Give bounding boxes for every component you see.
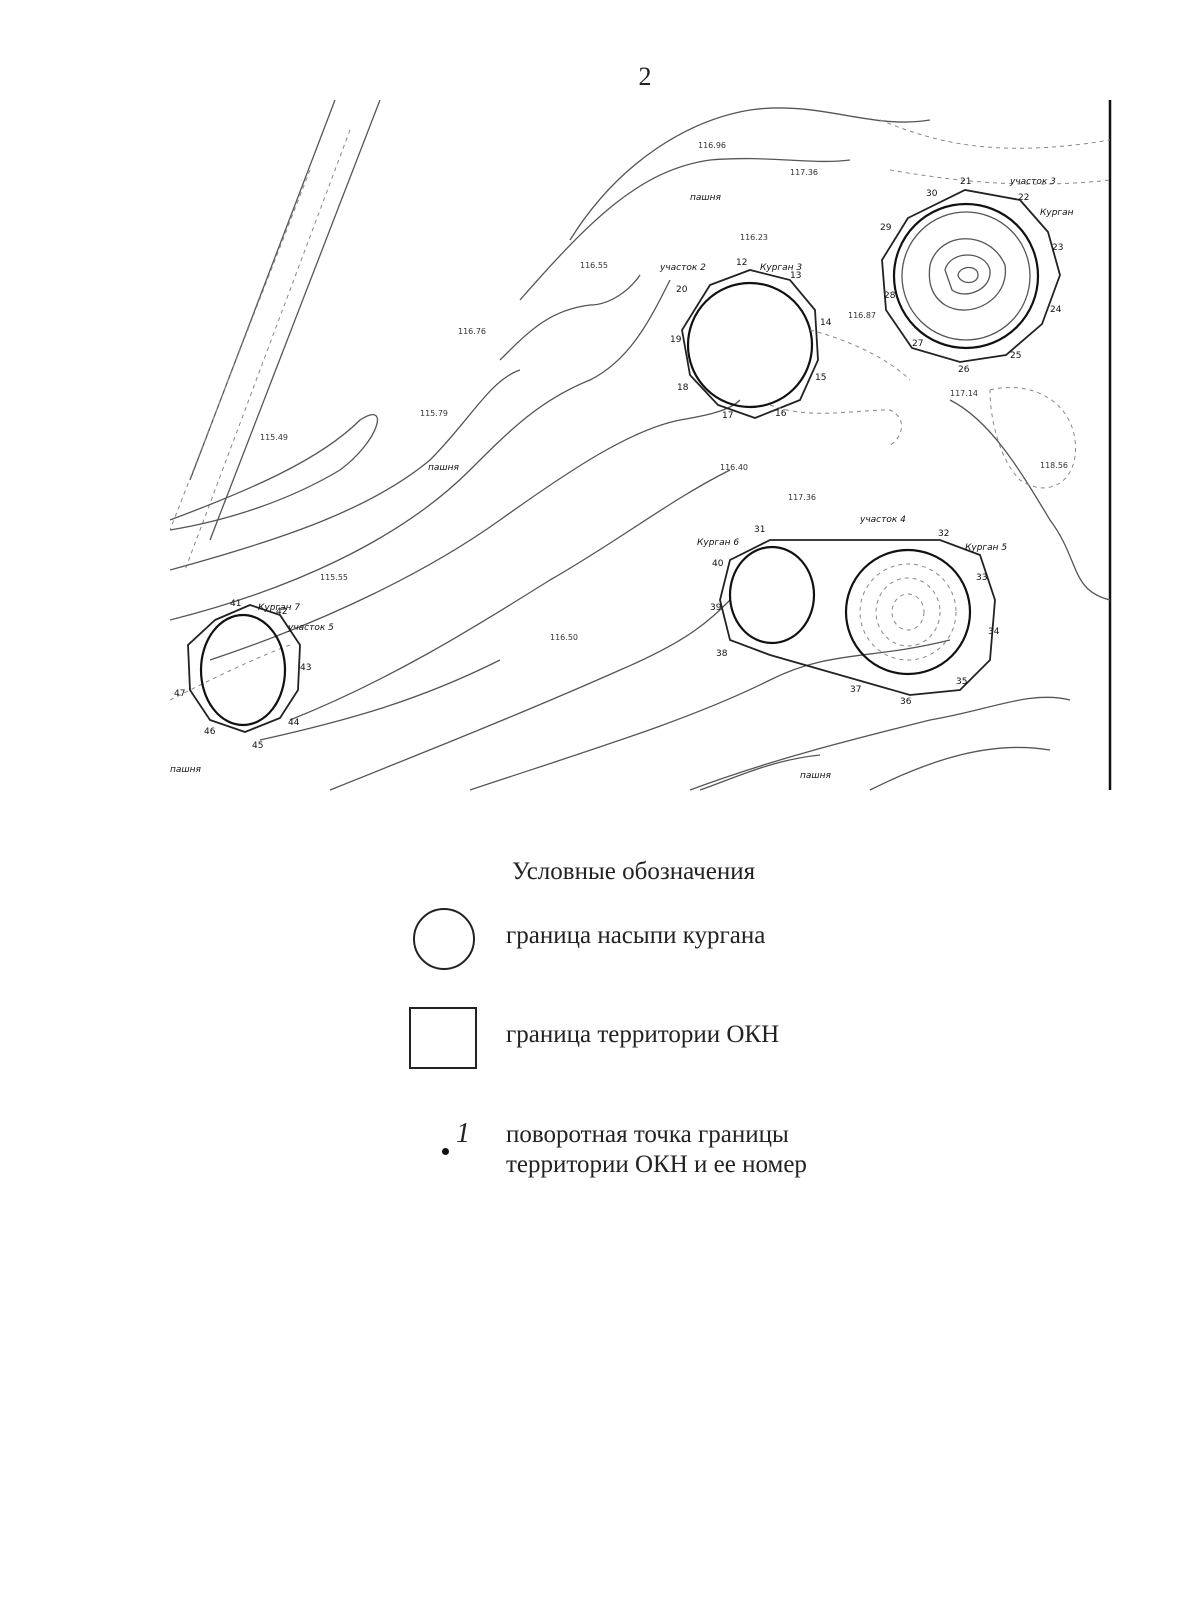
point-icon: 1 [436,1118,476,1168]
svg-text:30: 30 [926,189,938,199]
svg-text:14: 14 [820,318,832,328]
map-canvas: участок 3 Курган участок 2 Курган 3 Кург… [170,100,1112,791]
svg-text:29: 29 [880,223,892,233]
circle-icon [413,908,475,970]
svg-text:участок 3: участок 3 [1009,177,1056,187]
svg-text:37: 37 [850,685,861,695]
svg-text:36: 36 [900,697,912,707]
svg-text:пашня: пашня [428,463,460,473]
page-number: 2 [638,62,652,91]
svg-text:116.50: 116.50 [550,633,578,642]
svg-text:42: 42 [276,607,287,617]
svg-text:21: 21 [960,177,971,187]
svg-text:116.87: 116.87 [848,311,876,320]
svg-text:117.36: 117.36 [790,168,818,177]
svg-text:19: 19 [670,335,682,345]
svg-text:пашня: пашня [170,765,202,775]
svg-text:22: 22 [1018,193,1029,203]
svg-text:43: 43 [300,663,311,673]
svg-text:34: 34 [988,627,1000,637]
road [170,100,381,571]
svg-text:116.23: 116.23 [740,233,768,242]
svg-text:25: 25 [1010,351,1021,361]
point-icon-dot [442,1148,449,1155]
svg-text:28: 28 [884,291,896,301]
svg-text:116.55: 116.55 [580,261,608,270]
svg-text:44: 44 [288,718,300,728]
svg-text:118.56: 118.56 [1040,461,1068,470]
legend-item-turning-point: поворотная точка границы территории ОКН … [506,1120,807,1180]
svg-text:41: 41 [230,599,241,609]
svg-text:46: 46 [204,727,216,737]
svg-text:24: 24 [1050,305,1062,315]
svg-text:20: 20 [676,285,688,295]
svg-text:пашня: пашня [800,771,832,781]
svg-text:23: 23 [1052,243,1063,253]
svg-text:117.14: 117.14 [950,389,978,398]
svg-text:40: 40 [712,559,724,569]
svg-text:Курган 3: Курган 3 [760,263,802,273]
svg-text:Курган 6: Курган 6 [697,538,739,548]
svg-text:39: 39 [710,603,722,613]
svg-text:27: 27 [912,339,923,349]
svg-text:115.79: 115.79 [420,409,448,418]
svg-text:12: 12 [736,258,747,268]
svg-text:участок 4: участок 4 [859,515,906,525]
svg-text:31: 31 [754,525,765,535]
svg-text:116.76: 116.76 [458,327,486,336]
svg-text:пашня: пашня [690,193,722,203]
svg-text:116.40: 116.40 [720,463,748,472]
kurgan-3: участок 3 Курган [881,177,1074,363]
svg-text:16: 16 [775,409,787,419]
contour-lines [170,107,1111,791]
point-icon-number: 1 [456,1118,470,1149]
legend-item-turning-point-line1: поворотная точка границы [506,1121,789,1148]
kurgan-6-and-5: Курган 6 участок 4 Курган 5 [697,515,1007,696]
svg-text:115.55: 115.55 [320,573,348,582]
legend-title: Условные обозначения [512,858,756,885]
svg-text:17: 17 [722,411,733,421]
svg-text:35: 35 [956,677,967,687]
svg-text:116.96: 116.96 [698,141,726,150]
svg-text:Курган 5: Курган 5 [965,543,1007,553]
svg-text:15: 15 [815,373,826,383]
svg-text:47: 47 [174,689,185,699]
svg-text:33: 33 [976,573,987,583]
kurgan-center: участок 2 Курган 3 [659,263,911,446]
svg-text:13: 13 [790,271,801,281]
svg-text:38: 38 [716,649,728,659]
kurgan-7: Курган 7 участок 5 [187,603,334,733]
svg-text:32: 32 [938,529,949,539]
svg-text:18: 18 [677,383,689,393]
svg-text:участок 2: участок 2 [659,263,706,273]
svg-text:26: 26 [958,365,970,375]
topographic-map: участок 3 Курган участок 2 Курган 3 Кург… [170,100,1114,820]
svg-text:45: 45 [252,741,263,751]
svg-text:115.49: 115.49 [260,433,288,442]
legend-item-territory-boundary: граница территории ОКН [506,1021,780,1048]
svg-text:117.36: 117.36 [788,493,816,502]
svg-text:участок 5: участок 5 [287,623,334,633]
legend-item-turning-point-line2: территории ОКН и ее номер [506,1151,807,1178]
svg-text:Курган: Курган [1040,208,1074,218]
elevation-labels: 116.96 116.55 116.23 116.76 117.36 116.4… [260,141,1068,642]
field-labels: пашня пашня пашня пашня [170,193,832,781]
point-number-labels: 12 13 14 15 16 17 18 19 20 21 22 23 24 2… [174,177,1063,751]
svg-text:Курган 7: Курган 7 [258,603,300,613]
square-icon [409,1007,477,1069]
legend-item-mound-boundary: граница насыпи кургана [506,922,766,949]
